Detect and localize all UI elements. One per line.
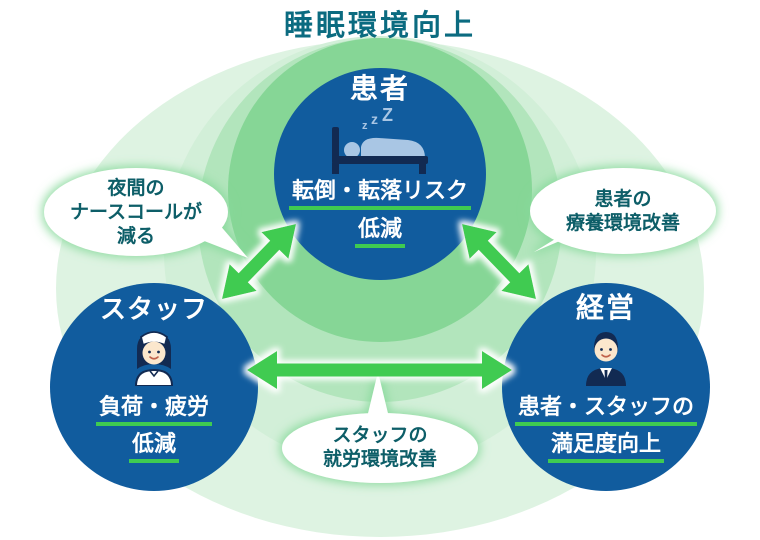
staff-label: スタッフ: [99, 294, 208, 324]
patient-label: 患者: [349, 73, 410, 104]
nurse-icon: [134, 330, 174, 386]
bubble-right-text: 患者の 療養環境改善: [529, 188, 717, 236]
sleep-z-mid: z: [371, 111, 378, 127]
bubble-left-line3: 減る: [116, 225, 155, 247]
management-benefit-text1: 患者・スタッフの: [514, 395, 697, 426]
staff-benefit-line2: 低減: [128, 432, 179, 463]
bubble-left-text: 夜間の ナースコールが 減る: [45, 177, 227, 249]
bubble-bottom-line1: スタッフの: [332, 425, 428, 446]
patient-benefit-text1: 転倒・転落リスク: [288, 179, 471, 210]
bubble-left-line2: ナースコールが: [69, 201, 203, 223]
bubble-bottom-line2: 就労環境改善: [322, 448, 437, 470]
management-benefit-line1: 患者・スタッフの: [514, 395, 697, 426]
staff-benefit-text1: 負荷・疲労: [95, 395, 212, 426]
diagram-title: 睡眠環境向上: [283, 10, 476, 42]
sleeping-patient-in-bed-icon: z z Z: [332, 105, 428, 174]
management-circle: 経営 患者・スタッフの 満足度向上: [502, 283, 710, 491]
staff-benefit-text2: 低減: [128, 432, 179, 463]
patient-benefit-text2: 低減: [354, 217, 405, 248]
management-benefit-text2: 満足度向上: [547, 432, 664, 463]
patient-benefit-line2: 低減: [354, 217, 405, 248]
management-label: 経営: [575, 292, 636, 323]
bubble-right-line2: 療養環境改善: [565, 212, 680, 234]
bubble-right-line1: 患者の: [594, 189, 652, 210]
staff-circle: スタッフ 負荷・疲労 低減: [50, 283, 258, 491]
bubble-bottom-text: スタッフの 就労環境改善: [284, 424, 476, 472]
bubble-left-line1: 夜間の: [107, 178, 165, 199]
sleep-z-big: Z: [382, 105, 393, 125]
businessman-icon: [586, 331, 626, 386]
patient-circle: 患者 z z Z 転倒・転落リスク 低減: [274, 68, 486, 280]
patient-benefit-line1: 転倒・転落リスク: [288, 179, 471, 210]
sleep-z-small: z: [362, 120, 368, 132]
management-benefit-line2: 満足度向上: [547, 432, 664, 463]
staff-benefit-line1: 負荷・疲労: [95, 395, 212, 426]
